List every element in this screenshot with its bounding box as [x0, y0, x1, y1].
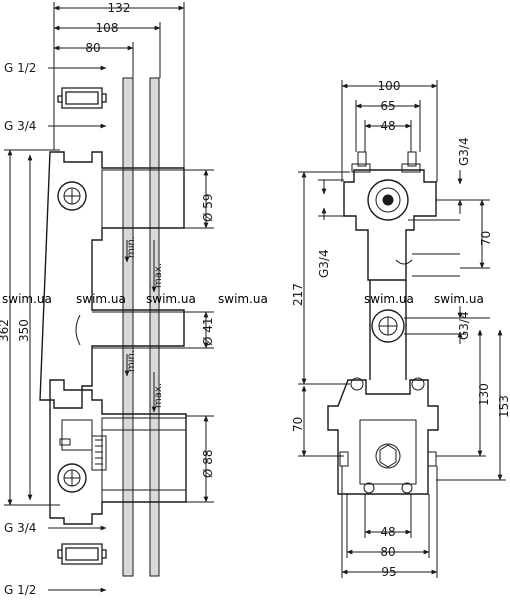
dim-132-label: 132: [108, 1, 131, 15]
dim-153-label: 153: [497, 395, 510, 418]
dia-88-label: Ø 88: [201, 449, 215, 478]
dim-100-label: 100: [378, 79, 401, 93]
watermark: swim.ua: [76, 292, 126, 306]
dim-95-label: 95: [381, 565, 396, 579]
dim-48-bottom-label: 48: [380, 525, 395, 539]
upper-inlet-core: [382, 194, 394, 206]
dim-48-top-label: 48: [380, 119, 395, 133]
g-bottom-three-quarter-label: G 3/4: [4, 521, 36, 535]
lower-housing-inner: [359, 419, 417, 485]
lower-housing: [327, 379, 439, 495]
left-view-labels: 132 108 80 G 1/2 G 3/4 G 3/4 G 1/2 362 3…: [0, 1, 215, 597]
wall-strip-inner: [149, 77, 160, 577]
watermarks: swim.ua swim.ua swim.ua swim.ua swim.ua …: [2, 292, 484, 306]
upper-inlet: [367, 179, 409, 221]
watermark: swim.ua: [364, 292, 414, 306]
lower-center-hex: [379, 444, 397, 468]
dim-217-label: 217: [291, 283, 305, 306]
bottom-fitting: [57, 543, 107, 565]
dim-130-label: 130: [477, 383, 491, 406]
lower-lug-left: [350, 377, 364, 391]
lower-port-cross: [64, 470, 80, 486]
upper-port-cross: [64, 188, 80, 204]
nut-detail: [91, 435, 107, 471]
cartridge-lower: [101, 417, 187, 503]
lower-port: [57, 463, 87, 493]
wall-strip-outer: [122, 77, 134, 577]
top-fitting: [57, 87, 107, 109]
height-350-label: 350: [17, 319, 31, 342]
watermark: swim.ua: [434, 292, 484, 306]
right-front-view: [298, 80, 506, 578]
g-three-quarter-mid-label: G3/4: [457, 311, 471, 340]
g-three-quarter-left-label: G3/4: [317, 249, 331, 278]
dim-70-left-label: 70: [291, 417, 305, 432]
lower-cartridge-detail: [102, 429, 186, 491]
max-label-lower: max.: [153, 383, 164, 408]
mid-column: [369, 280, 407, 380]
g-top-three-quarter-label: G 3/4: [4, 119, 36, 133]
lower-lug-right: [411, 377, 425, 391]
side-tabs: [339, 451, 437, 467]
min-label-upper: min.: [126, 236, 137, 258]
height-362-label: 362: [0, 319, 11, 342]
min-label-lower: min.: [126, 350, 137, 372]
top-lugs: [351, 151, 421, 173]
g-bottom-half-label: G 1/2: [4, 583, 36, 597]
dim-80-bottom-label: 80: [380, 545, 395, 559]
dia-41-label: Ø 41: [201, 317, 215, 346]
lower-outlet-right: [401, 482, 413, 494]
max-label-upper: max.: [153, 263, 164, 288]
lower-outlet-left: [363, 482, 375, 494]
upper-block: [343, 169, 437, 281]
upper-port: [57, 181, 87, 211]
dia-59-label: Ø 59: [201, 193, 215, 222]
watermark: swim.ua: [2, 292, 52, 306]
valve-body-outline: [39, 151, 185, 409]
lower-center: [375, 443, 401, 469]
mid-port: [371, 309, 405, 343]
right-view-labels: 100 65 48 48 80 95 G3/4 G3/4 G3/4 217 70…: [291, 79, 510, 579]
dim-65-label: 65: [380, 99, 395, 113]
watermark: swim.ua: [146, 292, 196, 306]
upper-inlet-inner: [375, 187, 401, 213]
left-side-view: [4, 2, 214, 593]
dim-70-right-label: 70: [479, 231, 493, 246]
lower-body-detail: [59, 419, 93, 451]
g-three-quarter-top-label: G3/4: [457, 137, 471, 166]
dim-80-label: 80: [85, 41, 100, 55]
watermark: swim.ua: [218, 292, 268, 306]
cartridge-upper: [101, 169, 185, 229]
g-top-half-label: G 1/2: [4, 61, 36, 75]
mid-port-cross: [379, 317, 397, 335]
side-pipe: [395, 219, 460, 277]
mid-pipe: [75, 311, 182, 349]
dim-108-label: 108: [96, 21, 119, 35]
